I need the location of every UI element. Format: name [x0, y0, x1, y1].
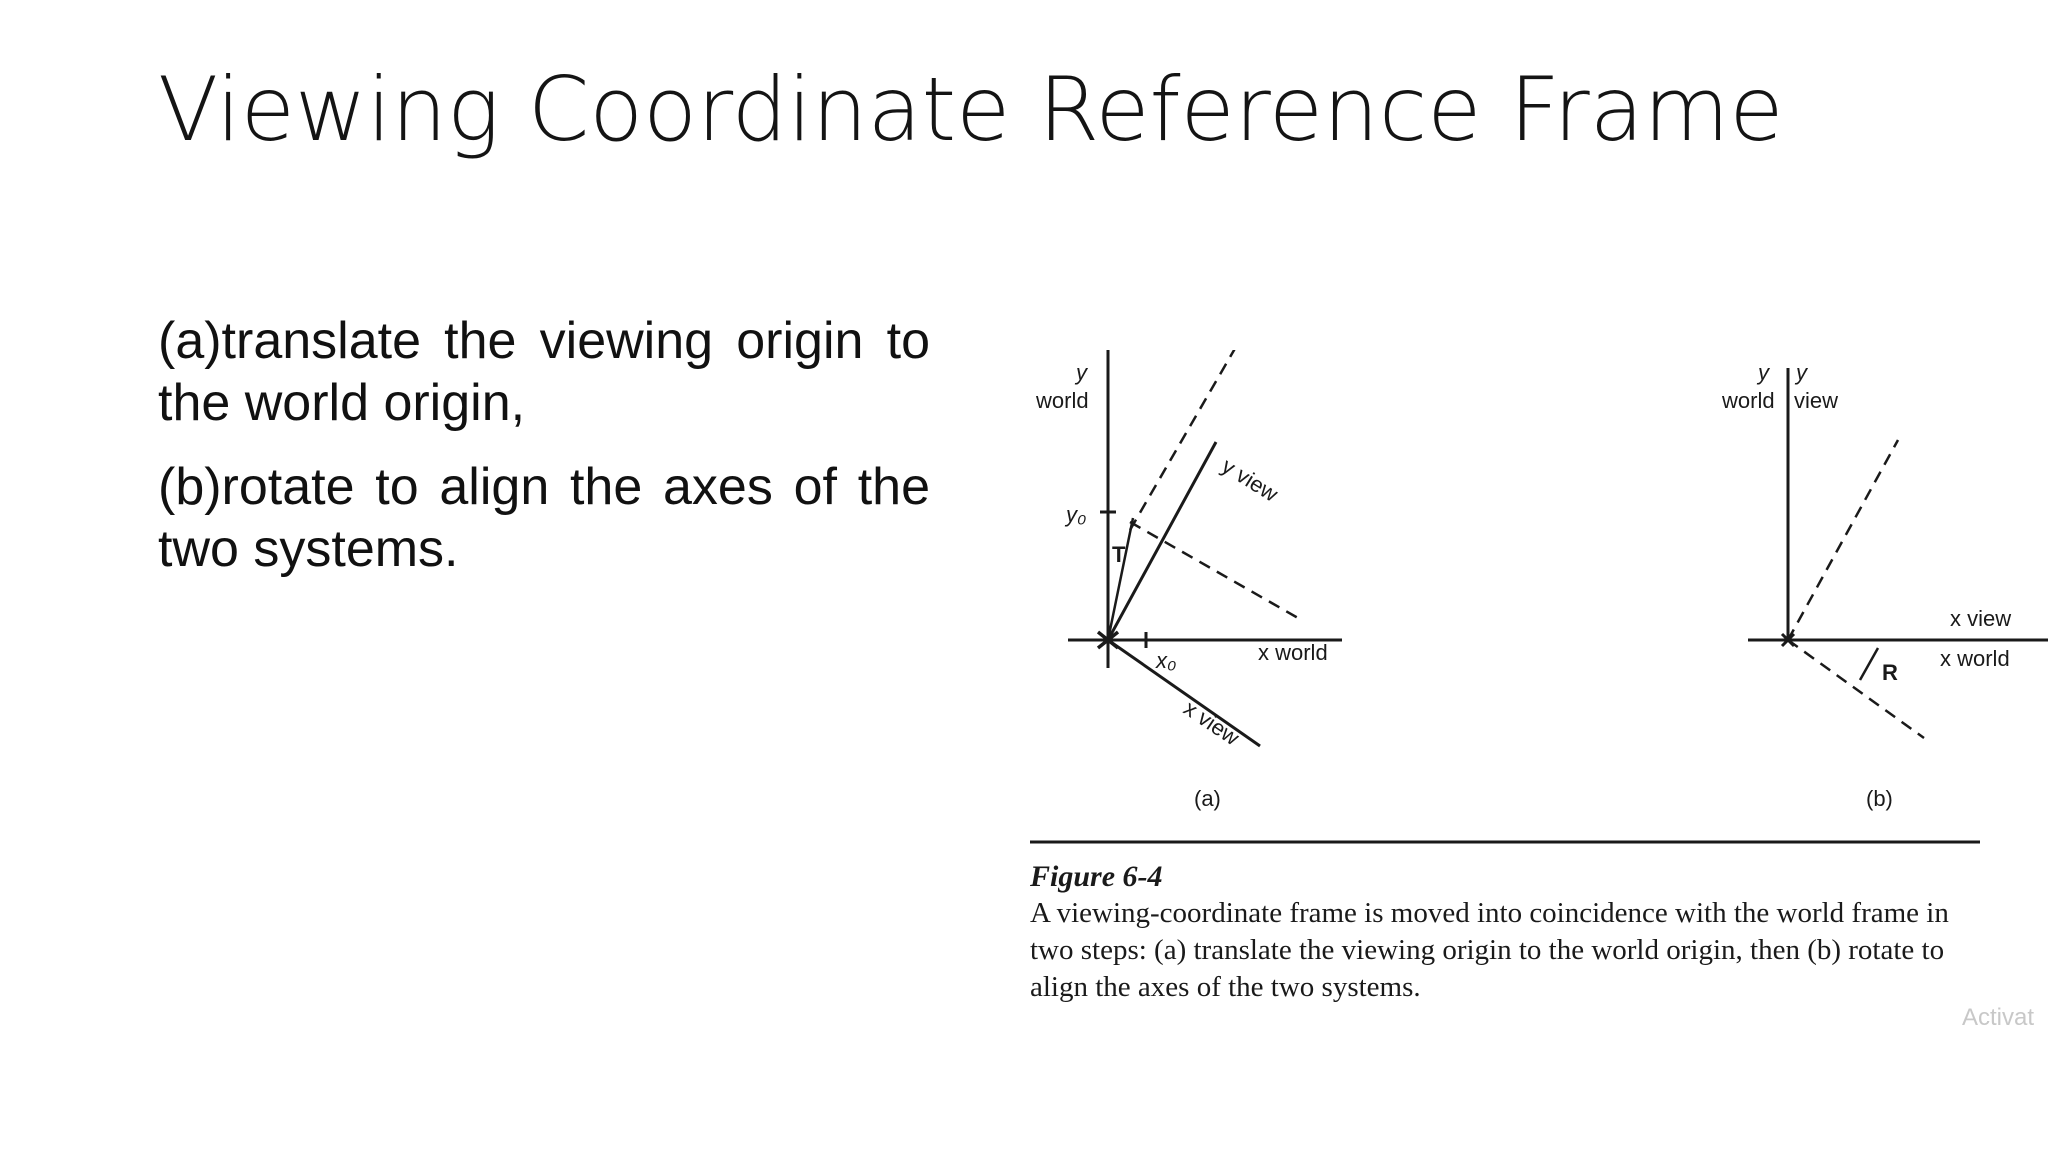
b-x-view-label: x view: [1950, 606, 2011, 631]
a-y-label: y: [1074, 360, 1089, 385]
b-y-world-label: y: [1756, 360, 1771, 385]
a-x-view-axis: [1107, 638, 1261, 748]
a-y0-label: y₀: [1064, 502, 1086, 527]
bullet-rotate: (b)rotate to align the axes of the two s…: [158, 458, 930, 578]
figure-caption-text: A viewing-coordinate frame is moved into…: [1030, 897, 1949, 1003]
a-y-view-label: y view: [1217, 453, 1282, 507]
a-dashed-x-view-original: [1129, 520, 1299, 620]
a-x-view-label: x view: [1179, 695, 1244, 750]
b-y-view-label: y: [1794, 360, 1809, 385]
a-origin-marker: [1096, 630, 1120, 650]
b-dashed-rotated-y: [1786, 439, 1900, 641]
a-dashed-y-view-original: [1128, 350, 1236, 531]
coordinate-frame-figure: y world y₀ T x₀ x world y view x view (a…: [1030, 350, 2048, 844]
a-t-label: T: [1112, 542, 1126, 567]
figure-caption: Figure 6-4 A viewing-coordinate frame is…: [1030, 858, 1970, 1006]
b-rotation-indicator-r: [1858, 647, 1880, 681]
b-dashed-rotated-x: [1787, 638, 1925, 740]
a-y-view-axis: [1106, 441, 1218, 641]
b-world-label: world: [1721, 388, 1775, 413]
a-x0-label: x₀: [1155, 648, 1176, 673]
a-translation-vector-t: [1106, 517, 1135, 641]
activation-watermark: Activat: [1962, 1004, 2035, 1031]
b-panel-label: (b): [1866, 786, 1893, 811]
b-view-label: view: [1794, 388, 1838, 413]
a-x-world-label: x world: [1258, 640, 1328, 665]
figure-caption-label: Figure 6-4: [1030, 860, 1163, 893]
body-text: (a)translate the viewing origin to the w…: [158, 310, 930, 602]
b-origin-marker: [1780, 632, 1796, 648]
b-x-world-label: x world: [1940, 646, 2010, 671]
b-r-label: R: [1882, 660, 1898, 685]
bullet-translate: (a)translate the viewing origin to the w…: [158, 312, 930, 432]
a-panel-label: (a): [1194, 786, 1221, 811]
a-world-label: world: [1035, 388, 1089, 413]
slide-title: Viewing Coordinate Reference Frame: [158, 58, 1784, 161]
